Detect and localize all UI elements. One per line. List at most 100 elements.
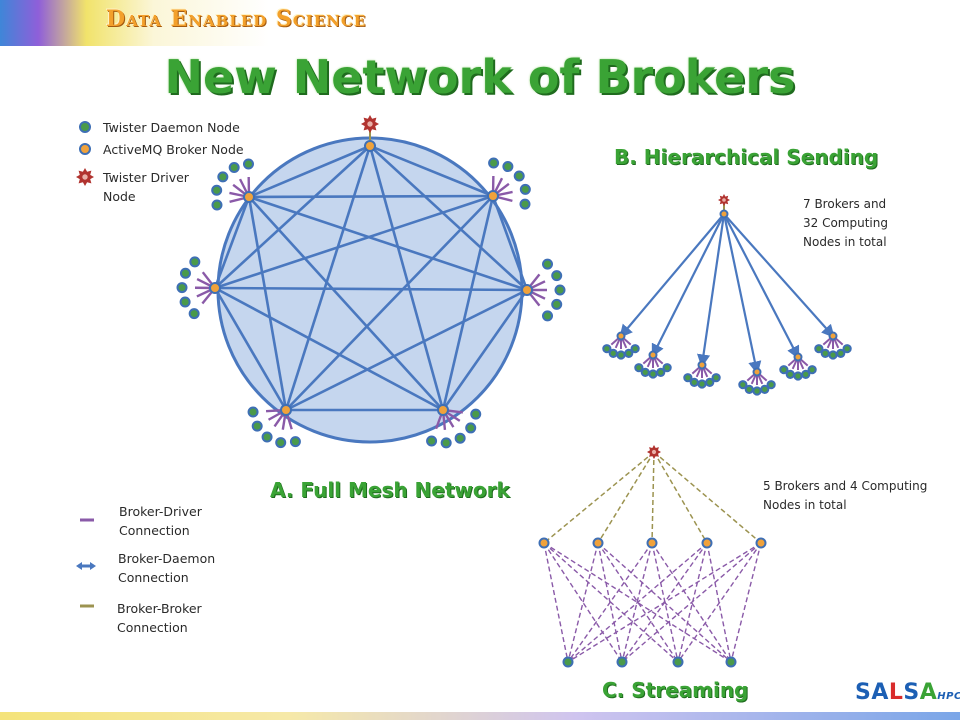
daemon-node-icon (793, 371, 803, 381)
daemon-node-icon (211, 199, 223, 211)
mesh-edge (285, 195, 494, 411)
broker-node-icon (828, 331, 838, 341)
daemon-node-icon (828, 350, 838, 360)
stream-daemon-link (621, 542, 653, 663)
daemon-node-icon (779, 365, 789, 375)
daemon-node-icon (562, 656, 574, 668)
stream-driver-link (651, 451, 655, 544)
daemon-node-icon (454, 432, 466, 444)
broker-node-icon (755, 537, 767, 549)
daemon-node-icon (217, 171, 229, 183)
daemon-node-icon (179, 267, 191, 279)
daemon-node-icon (608, 348, 618, 358)
mesh-edge (214, 286, 528, 292)
daemon-node-icon (683, 373, 693, 383)
broker-connection-label-1: Broker-Broker (117, 601, 202, 616)
daemon-node-icon (551, 298, 563, 310)
daemon-node-icon (188, 308, 200, 320)
broker-node-icon (437, 404, 449, 416)
stream-driver-link (597, 451, 655, 544)
daemon-node-icon (697, 379, 707, 389)
broker-legend-icon (79, 143, 91, 155)
mesh-edge (441, 195, 495, 411)
driver-connection-label-2: Connection (119, 523, 190, 538)
daemon-node-icon (228, 162, 240, 174)
daemon-node-icon (738, 380, 748, 390)
driver-center (651, 449, 657, 455)
daemon-node-icon (513, 170, 525, 182)
daemon-node-icon (275, 437, 287, 449)
stream-daemon-link (543, 542, 679, 663)
stream-daemon-link (567, 542, 708, 663)
daemon-node-icon (470, 408, 482, 420)
mesh-edge (248, 144, 371, 199)
broker-node-icon (697, 360, 707, 370)
daemon-node-icon (624, 348, 634, 358)
daemon-node-icon (630, 344, 640, 354)
section-b-note-2: 32 Computing (803, 216, 888, 230)
broker-node-icon (616, 331, 626, 341)
broker-node-icon (209, 282, 221, 294)
mesh-edge (441, 289, 529, 411)
header-bar (0, 0, 960, 46)
hier-arrow (696, 213, 726, 368)
daemon-node-icon (251, 420, 263, 432)
daemon-node-icon (766, 380, 776, 390)
daemon-node-icon (79, 121, 91, 133)
stream-driver-link (653, 451, 708, 544)
stream-driver-link (653, 451, 762, 544)
daemon-node-icon (801, 369, 811, 379)
logo-part-4: A (919, 680, 938, 705)
broker-node-icon (793, 352, 803, 362)
mesh-edge (247, 196, 288, 411)
section-b-title: B. Hierarchical Sending (614, 145, 879, 169)
broker-node-icon (487, 190, 499, 202)
logo-suffix: HPC (937, 691, 960, 702)
daemon-connection-icon (76, 562, 96, 570)
hier-arrow (619, 213, 725, 339)
daemon-node-icon (465, 422, 477, 434)
salsa-hpc-logo: SALSAHPC (855, 680, 960, 705)
full-mesh-network (176, 115, 566, 449)
daemon-node-icon (725, 656, 737, 668)
section-b-note-3: Nodes in total (803, 235, 887, 249)
daemon-node-icon (689, 377, 699, 387)
driver-center (367, 121, 373, 127)
driver-legend-icon (76, 168, 94, 186)
daemon-node-icon (656, 367, 666, 377)
broker-node-icon (752, 367, 762, 377)
daemon-node-icon (807, 365, 817, 375)
daemon-node-icon (820, 348, 830, 358)
hier-arrow (722, 213, 762, 375)
daemon-node-icon (616, 656, 628, 668)
stream-daemon-link (621, 542, 762, 663)
daemon-node-icon (842, 344, 852, 354)
daemon-node-icon (836, 348, 846, 358)
daemon-node-icon (711, 373, 721, 383)
driver-connection-label-1: Broker-Driver (119, 504, 202, 519)
daemon-node-icon (247, 406, 259, 418)
page-title: New Network of Brokers (164, 50, 796, 104)
daemon-node-icon (752, 386, 762, 396)
daemon-node-icon (672, 656, 684, 668)
daemon-node-icon (242, 158, 254, 170)
stream-daemon-links (543, 542, 762, 663)
section-c-note-1: 5 Brokers and 4 Computing (763, 479, 928, 493)
stream-daemon-link (543, 542, 569, 663)
daemon-node-icon (179, 296, 191, 308)
mesh-edge (214, 145, 371, 289)
daemon-node-icon (744, 384, 754, 394)
daemon-legend-icon (79, 121, 91, 133)
broker-node-icon (280, 404, 292, 416)
section-a-title: A. Full Mesh Network (270, 478, 510, 502)
daemon-node-icon (189, 256, 201, 268)
mesh-edge (491, 195, 529, 291)
section-c-note-2: Nodes in total (763, 498, 847, 512)
footer-bar (0, 712, 960, 720)
mesh-edge (213, 287, 288, 411)
hier-arrows (619, 213, 835, 375)
broker-node-icon (648, 350, 658, 360)
driver-node-icon (361, 115, 379, 133)
daemon-node-icon (519, 183, 531, 195)
